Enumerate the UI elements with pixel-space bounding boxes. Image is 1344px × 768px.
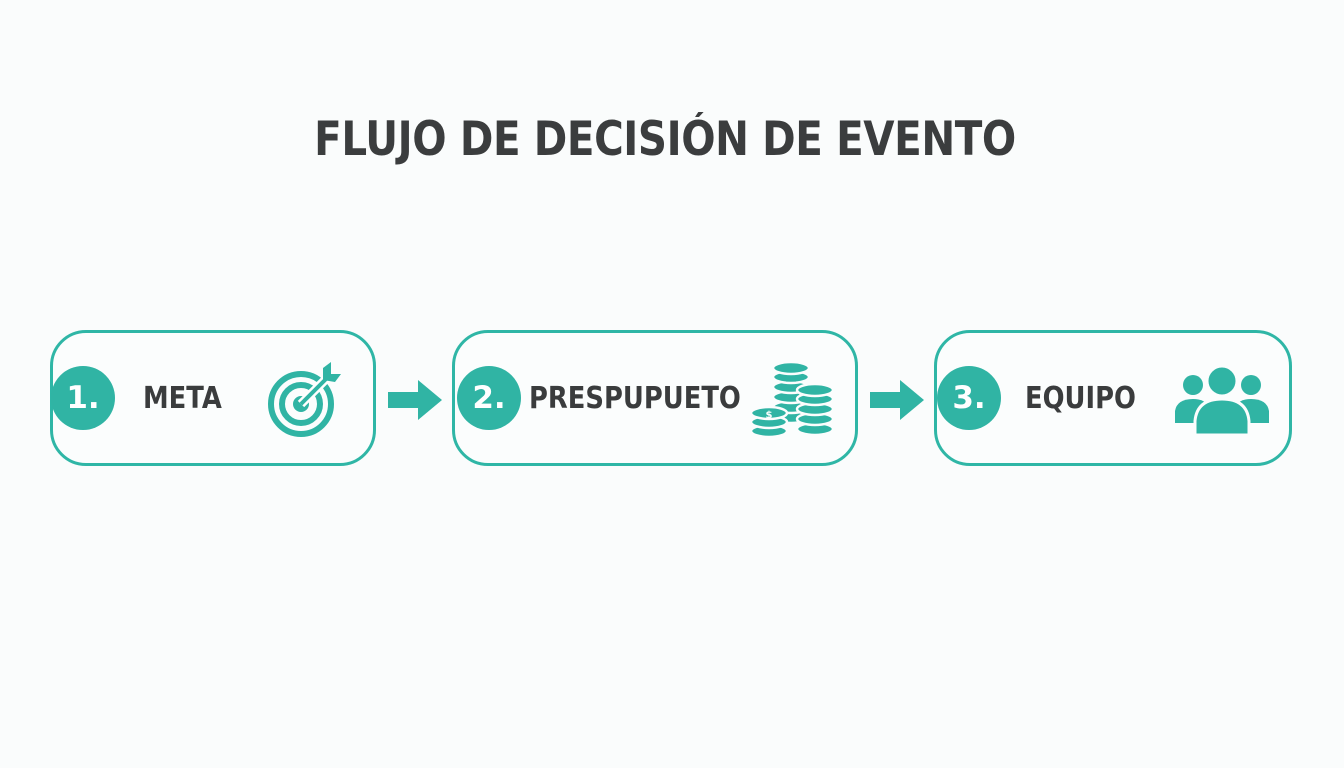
coins-icon: $	[749, 360, 837, 444]
step-presupuesto: 2. PRESPUPUETO	[452, 330, 858, 466]
step-label: EQUIPO	[1025, 381, 1136, 416]
step-number-badge: 2.	[457, 366, 521, 430]
diagram-title: FLUJO DE DECISIÓN DE EVENTO	[314, 112, 1016, 167]
step-label: META	[143, 381, 222, 416]
team-icon	[1173, 363, 1271, 442]
target-icon	[265, 358, 351, 445]
step-meta: 1. META	[50, 330, 376, 466]
step-number-badge: 1.	[51, 366, 115, 430]
svg-text:$: $	[766, 410, 773, 421]
arrow-right-icon	[388, 378, 444, 427]
arrow-right-icon	[870, 378, 926, 427]
step-label: PRESPUPUETO	[529, 381, 741, 416]
step-number-badge: 3.	[937, 366, 1001, 430]
step-equipo: 3. EQUIPO	[934, 330, 1292, 466]
